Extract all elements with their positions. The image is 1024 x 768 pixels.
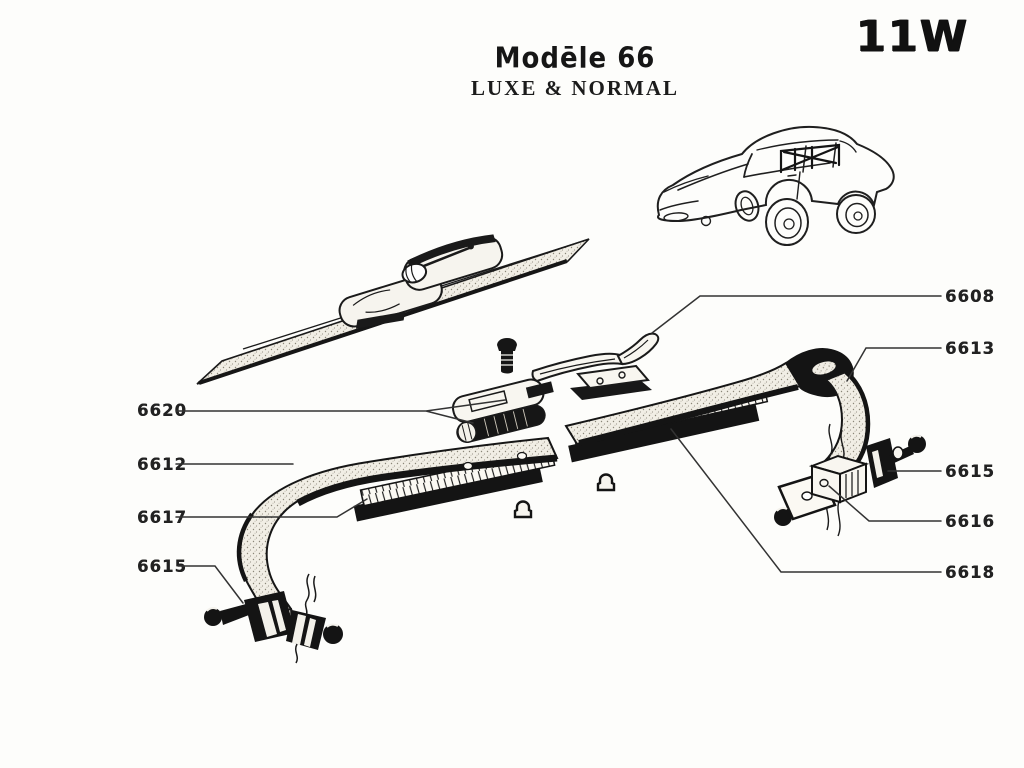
page-subtitle: LUXE & NORMAL	[471, 76, 679, 100]
leader-lines	[175, 295, 942, 604]
part-label-6615-right: 6615	[945, 462, 995, 481]
part-label-6618: 6618	[945, 563, 995, 582]
car-illustration	[656, 125, 895, 246]
anchor-clamp	[866, 438, 898, 488]
car-seatbelt-highlight	[779, 143, 841, 174]
car-rear-wheel	[836, 194, 876, 234]
right-anchor-drawing	[774, 423, 926, 537]
buckle-catch-stack-drawing	[451, 378, 554, 443]
rivet-drawing-2	[596, 473, 616, 492]
part-label-6617: 6617	[137, 508, 187, 527]
page-code: 11W	[856, 12, 970, 62]
car-front-wheel	[765, 198, 809, 246]
rivet-drawing	[513, 500, 533, 519]
part-label-6613: 6613	[945, 339, 995, 358]
part-label-6608: 6608	[945, 287, 995, 306]
buckle-lever-drawing	[531, 332, 660, 400]
page-title: Modēle 66	[494, 42, 656, 76]
part-label-6615-left: 6615	[137, 557, 187, 576]
assembled-seatbelt-drawing	[196, 234, 590, 385]
part-label-6620: 6620	[137, 401, 187, 420]
buckle-pad	[456, 404, 546, 443]
car-headlight	[734, 190, 760, 222]
part-label-6612: 6612	[137, 455, 187, 474]
left-anchor-drawing	[204, 573, 343, 664]
screw-drawing	[497, 338, 517, 374]
part-label-6616: 6616	[945, 512, 995, 531]
